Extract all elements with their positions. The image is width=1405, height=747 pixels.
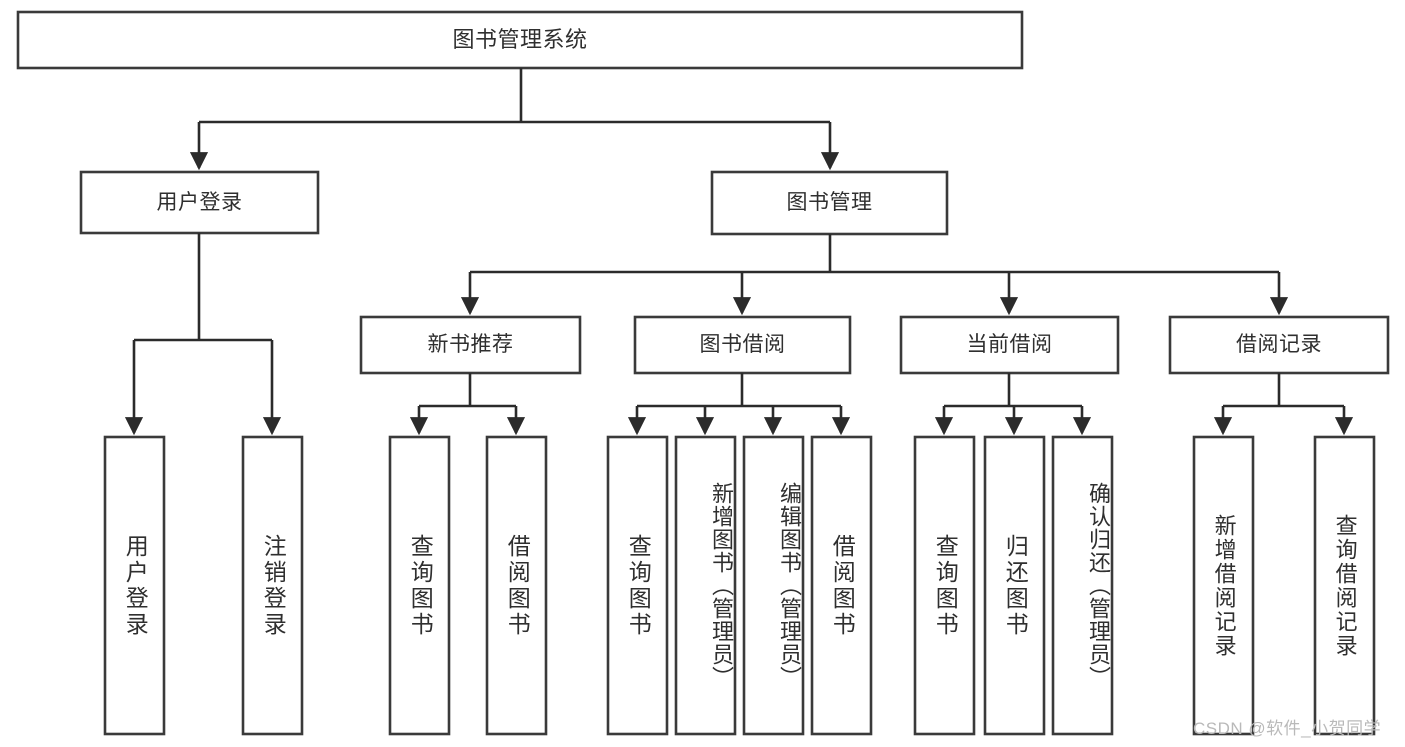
node-leaf-query-record[interactable] <box>1313 435 1376 736</box>
node-book-manage[interactable] <box>710 170 949 236</box>
node-leaf-return-book[interactable] <box>983 435 1046 736</box>
node-leaf-user-login[interactable] <box>103 435 166 736</box>
node-borrow-record[interactable] <box>1168 315 1390 375</box>
node-leaf-edit-book[interactable] <box>742 435 805 736</box>
node-leaf-user-logout[interactable] <box>241 435 304 736</box>
node-user-login[interactable] <box>79 170 320 235</box>
node-leaf-confirm-return[interactable] <box>1051 435 1114 736</box>
node-current-borrow[interactable] <box>899 315 1120 375</box>
node-leaf-add-book[interactable] <box>674 435 737 736</box>
node-leaf-query-book-3[interactable] <box>913 435 976 736</box>
node-leaf-borrow-book-1[interactable] <box>485 435 548 736</box>
node-leaf-add-record[interactable] <box>1192 435 1255 736</box>
node-root[interactable] <box>16 10 1024 70</box>
node-leaf-borrow-book-2[interactable] <box>810 435 873 736</box>
node-leaf-query-book-1[interactable] <box>388 435 451 736</box>
connector-layer <box>124 68 1354 436</box>
node-book-borrow[interactable] <box>633 315 852 375</box>
node-leaf-query-book-2[interactable] <box>606 435 669 736</box>
node-new-book-rec[interactable] <box>359 315 582 375</box>
box-layer <box>16 10 1390 736</box>
